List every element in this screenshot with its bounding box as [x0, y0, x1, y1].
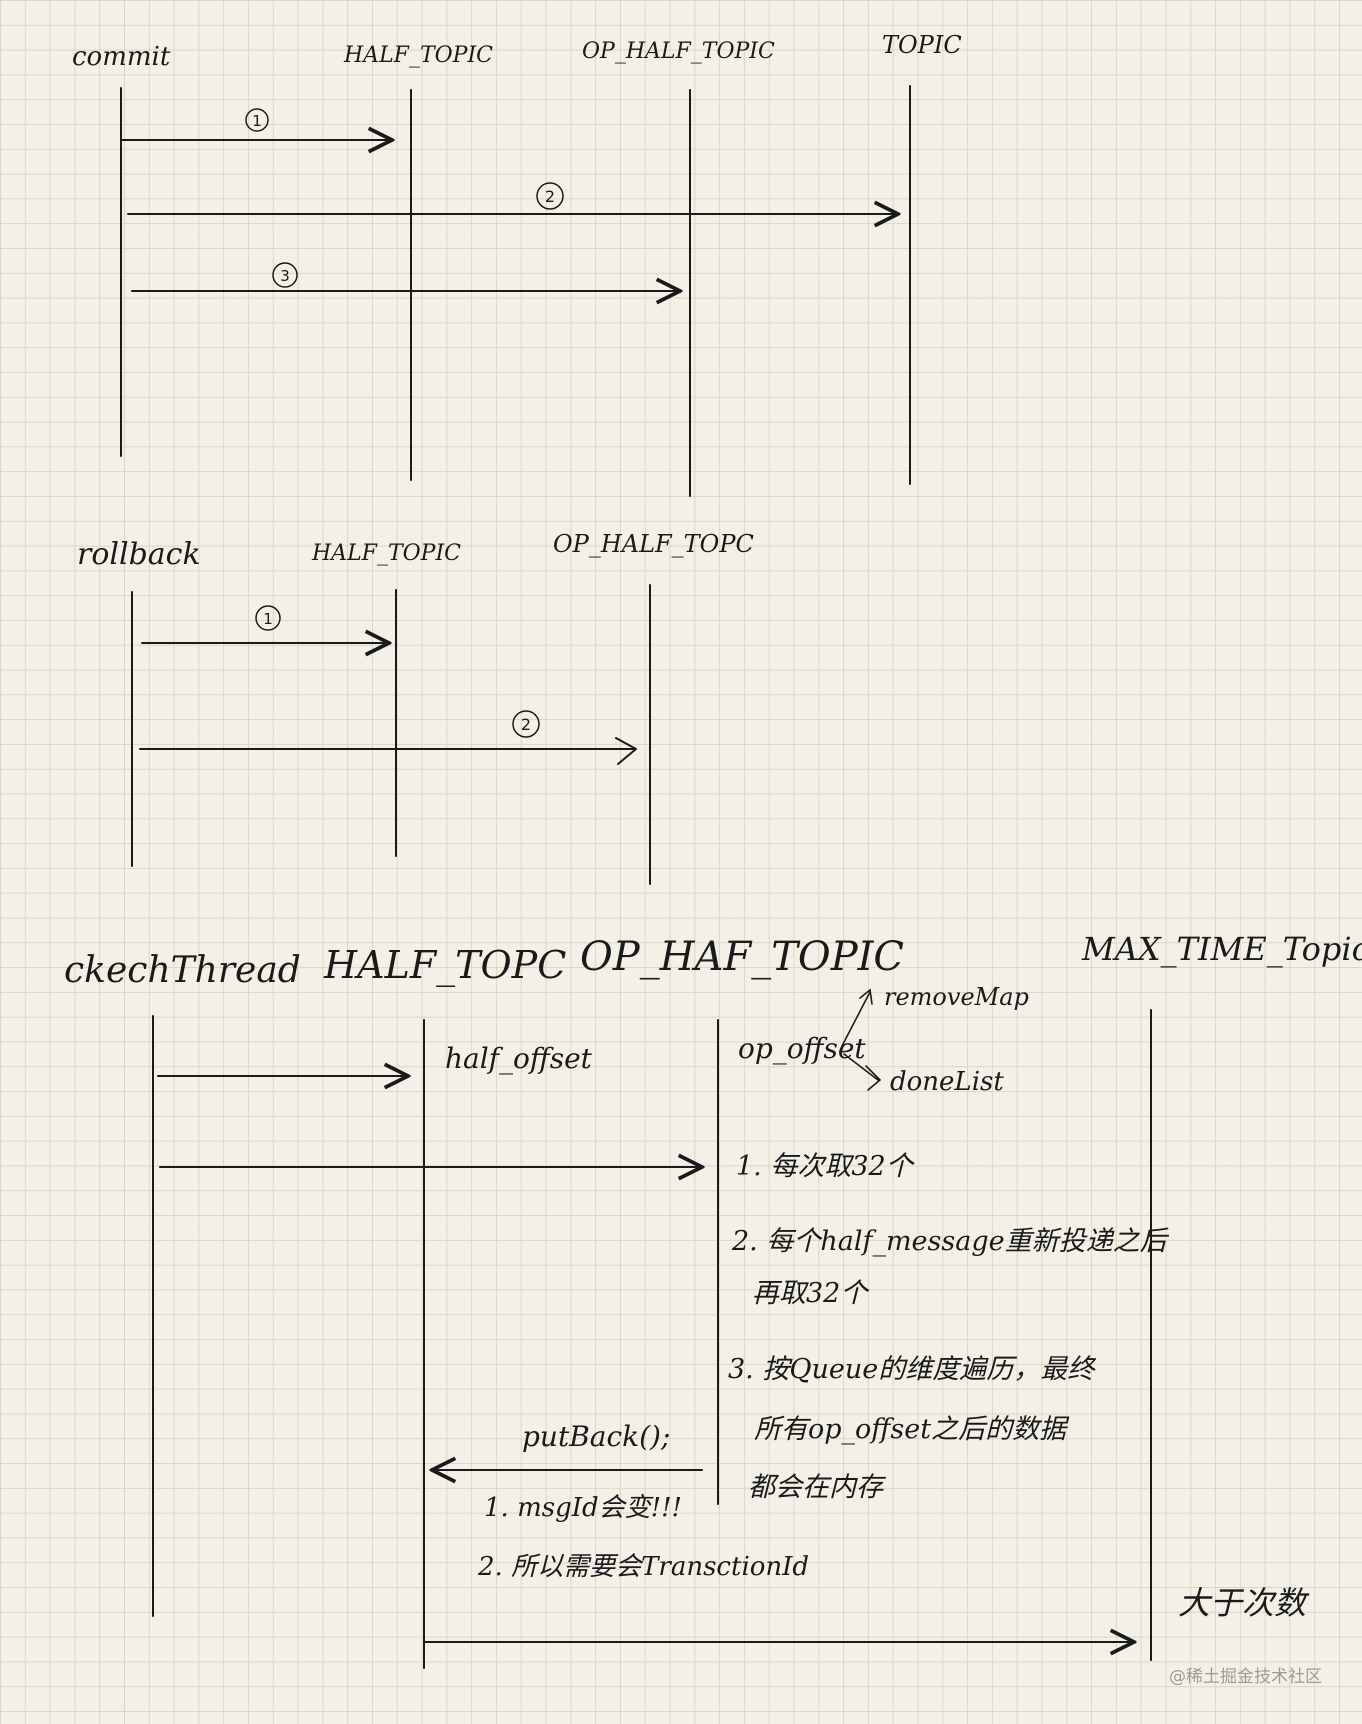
remove-map-label: removeMap: [884, 983, 1029, 1011]
commit-op-half-topic-label: OP_HALF_TOPIC: [582, 39, 775, 64]
rollback-actor-label: rollback: [77, 537, 201, 572]
commit-step3-circle: [272, 262, 298, 288]
done-list-branch-arrow: [843, 1053, 882, 1091]
check-actor-label: ckechThread: [64, 950, 301, 991]
commit-step1-number: 1: [252, 112, 262, 130]
half-offset-label: half_offset: [445, 1042, 593, 1075]
check-op-haf-topic-label: OP_HAF_TOPIC: [580, 934, 904, 980]
rollback-step1-circle: [255, 605, 281, 631]
note-3-line1: 3. 按Queue的维度遍历，最终: [728, 1354, 1097, 1385]
note-3-line3: 都会在内存: [748, 1472, 887, 1503]
commit-step3-number: 3: [280, 267, 290, 285]
commit-step2-circle: [536, 182, 564, 210]
check-half-topc-label: HALF_TOPC: [323, 943, 566, 988]
rollback-half-topic-label: HALF_TOPIC: [311, 541, 461, 566]
rollback-step2-circle: [512, 710, 540, 738]
rollback-step2-number: 2: [521, 715, 531, 734]
check-max-time-topic-label: MAX_TIME_Topic: [1081, 930, 1362, 968]
commit-section: commit HALF_TOPIC OP_HALF_TOPIC TOPIC 1 …: [72, 31, 962, 497]
commit-actor-label: commit: [72, 42, 171, 72]
commit-half-topic-label: HALF_TOPIC: [343, 43, 493, 68]
op-offset-label: op_offset: [738, 1032, 866, 1065]
rollback-step1-number: 1: [263, 610, 273, 628]
remove-map-branch-arrow: [841, 988, 873, 1047]
rollback-section: rollback HALF_TOPIC OP_HALF_TOPC 1 2: [77, 530, 754, 885]
commit-step1-circle: [245, 108, 269, 132]
note-1: 1. 每次取32个: [736, 1151, 916, 1182]
check-section: ckechThread HALF_TOPC OP_HAF_TOPIC MAX_T…: [64, 930, 1362, 1669]
put-back-note-2: 2. 所以需要会TransctionId: [477, 1552, 809, 1582]
rollback-op-half-topc-label: OP_HALF_TOPC: [553, 530, 754, 558]
put-back-label: putBack();: [522, 1420, 670, 1453]
note-2-line2: 再取32个: [752, 1278, 870, 1309]
exceed-count-label: 大于次数: [1178, 1584, 1310, 1622]
commit-topic-label: TOPIC: [882, 31, 962, 59]
note-3-line2: 所有op_offset之后的数据: [754, 1414, 1070, 1445]
commit-step2-number: 2: [545, 187, 555, 206]
done-list-label: doneList: [890, 1067, 1004, 1097]
note-2-line1: 2. 每个half_message重新投递之后: [731, 1226, 1170, 1257]
put-back-note-1: 1. msgId会变!!!: [484, 1493, 682, 1523]
rollback-step2-arrowhead: [615, 737, 637, 765]
watermark: @稀土掘金技术社区: [1169, 1667, 1322, 1687]
